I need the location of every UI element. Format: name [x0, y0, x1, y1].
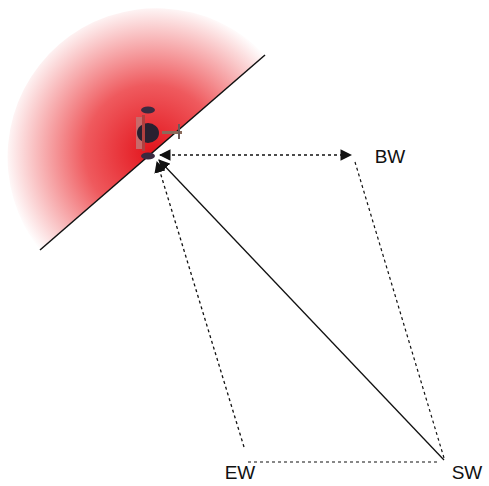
- bw-sw-dashed: [355, 162, 444, 458]
- vector-label: EW: [225, 463, 256, 482]
- ew-vector: [157, 162, 244, 447]
- bw-vector: [160, 154, 351, 155]
- robot-icon: [136, 107, 182, 160]
- danger-zone: [8, 8, 265, 250]
- vector-label: SW: [452, 463, 483, 482]
- ew-sw-dashed: [248, 461, 440, 462]
- zone-edge: [40, 55, 265, 250]
- sw-vector: [159, 160, 444, 460]
- vector-label: BW: [375, 147, 406, 166]
